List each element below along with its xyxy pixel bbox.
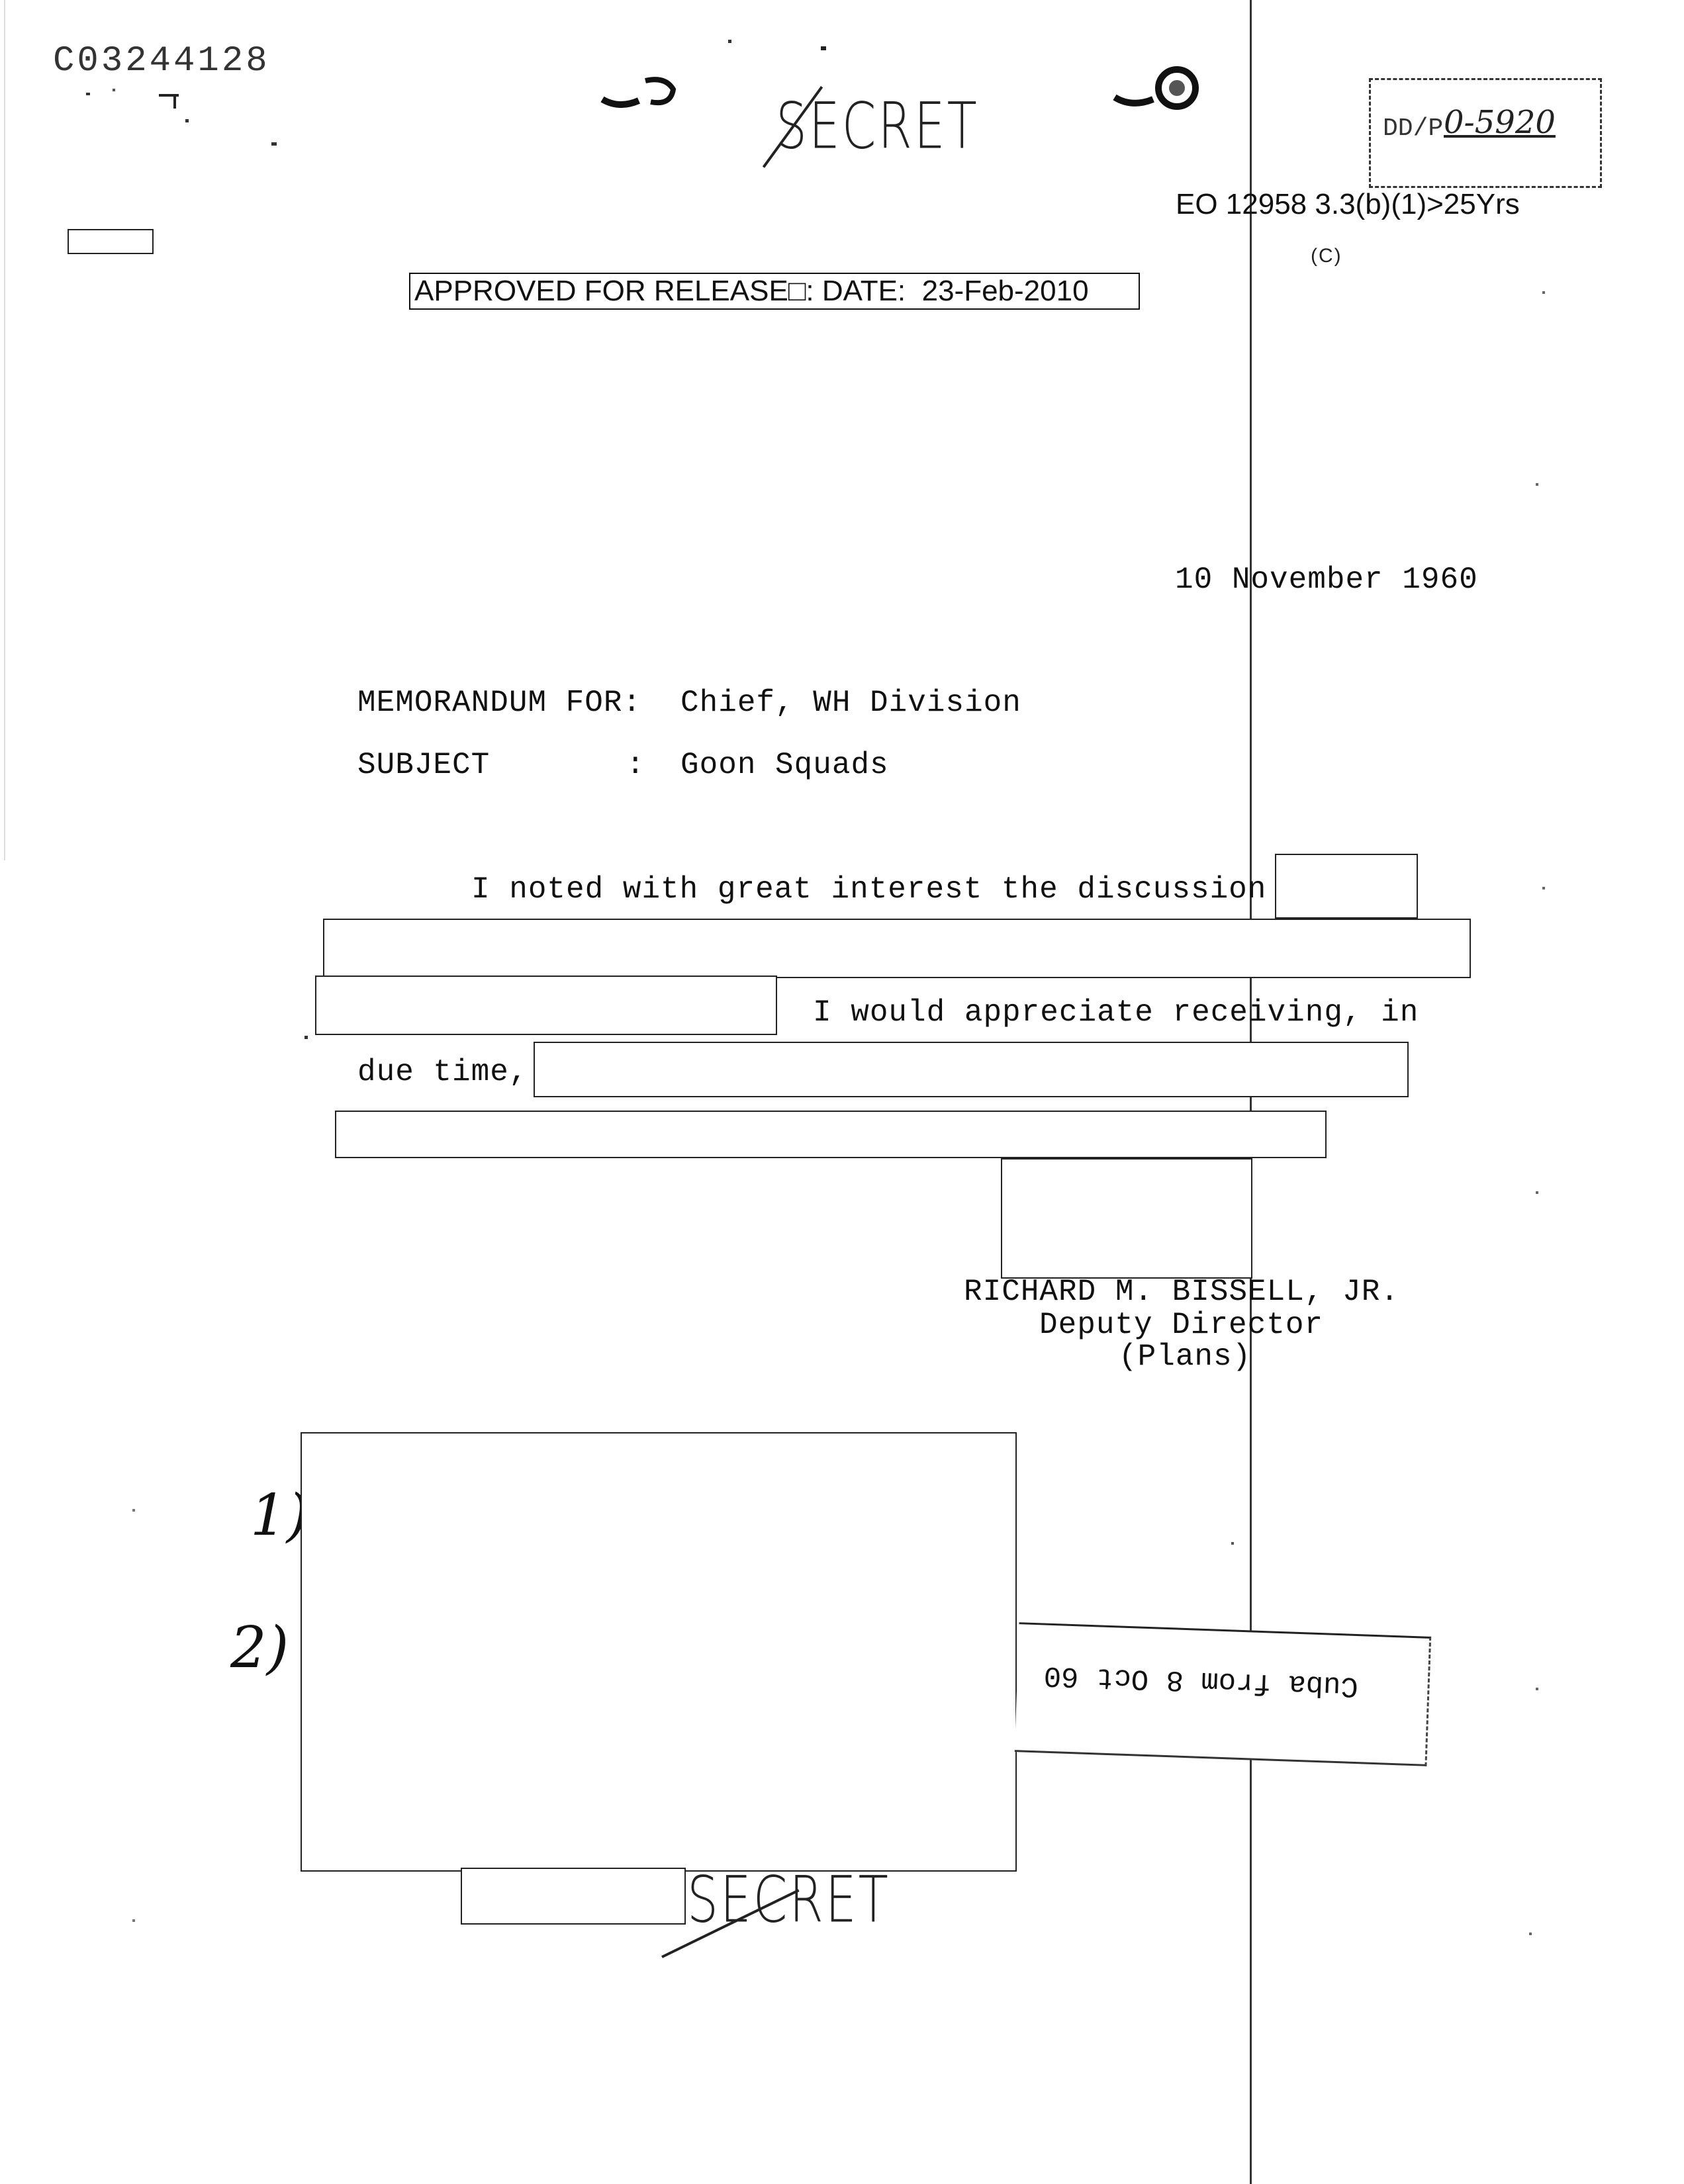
memo-for-label: MEMORANDUM FOR:	[357, 686, 642, 720]
handwritten-number-1: 1)	[250, 1482, 309, 1549]
redaction-box-2	[323, 919, 1471, 978]
memo-date: 10 November 1960	[1175, 563, 1478, 597]
exemption-code: EO 12958 3.3(b)(1)>25Yrs	[1176, 188, 1520, 220]
redaction-box-5	[335, 1111, 1327, 1158]
slip-text: Cuba from 8 Oct 60	[1043, 1658, 1359, 1703]
document-id: C03244128	[53, 41, 270, 81]
header-specks	[86, 86, 285, 146]
release-stamp: APPROVED FOR RELEASE□: DATE: 23-Feb-2010	[409, 273, 1140, 310]
redaction-box-3	[315, 976, 777, 1035]
redaction-box-signature	[1001, 1158, 1252, 1279]
redaction-box-header	[68, 229, 154, 254]
signature-name: RICHARD M. BISSELL, JR.	[964, 1275, 1399, 1309]
subject-label: SUBJECT	[357, 748, 491, 782]
exemption-sub: (C)	[1311, 245, 1342, 267]
control-number-prefix: DD/P	[1383, 114, 1444, 143]
body-line-3: I would appreciate receiving, in	[813, 995, 1419, 1030]
punch-hole-mark-left	[599, 73, 678, 113]
classification-stamp-top: SECRET	[776, 89, 979, 163]
body-line-1: I noted with great interest the discussi…	[471, 872, 1267, 907]
left-edge-mark	[4, 0, 5, 860]
signature-office: (Plans)	[1119, 1340, 1252, 1374]
classification-stamp-bottom: SECRET	[687, 1863, 890, 1937]
redaction-box-footer	[461, 1868, 686, 1925]
signature-title: Deputy Director	[1039, 1308, 1324, 1342]
redaction-box-1	[1275, 854, 1418, 919]
subject-separator: :	[626, 748, 645, 782]
redaction-box-large	[301, 1432, 1017, 1872]
redaction-box-4	[534, 1042, 1409, 1097]
pasted-slip: Cuba from 8 Oct 60	[1014, 1622, 1432, 1766]
control-number-box: DD/P 0-5920	[1369, 78, 1602, 188]
body-line-4: due time,	[357, 1055, 528, 1089]
control-number: 0-5920	[1444, 104, 1556, 141]
handwritten-number-2: 2)	[230, 1615, 289, 1681]
memo-for-value: Chief, WH Division	[680, 686, 1021, 720]
subject-value: Goon Squads	[680, 748, 889, 782]
punch-hole-mark-right	[1112, 63, 1205, 116]
